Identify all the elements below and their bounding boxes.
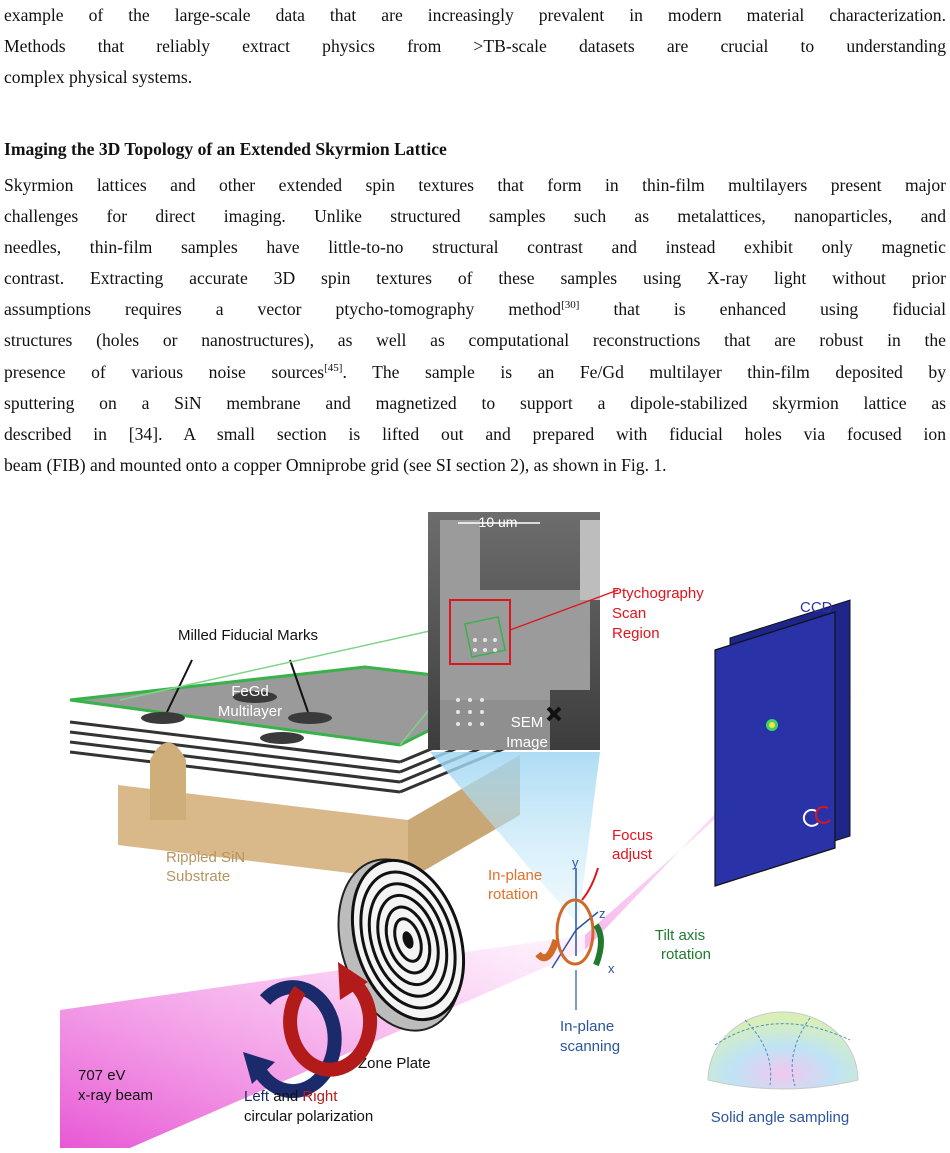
tilt-rotation-label: rotation xyxy=(661,946,711,963)
sem-label: SEM xyxy=(511,714,544,731)
experiment-schematic: Milled Fiducial Marks FeGd Multilayer Ri… xyxy=(60,512,860,1148)
milled-fiducial-label: Milled Fiducial Marks xyxy=(178,627,318,644)
multilayer-label: Multilayer xyxy=(218,703,282,720)
text-line: example of the large-scale data that are… xyxy=(4,5,946,25)
text-line: challenges for direct imaging. Unlike st… xyxy=(4,206,946,227)
tilt-arrow-green-icon xyxy=(593,923,604,967)
citation[interactable]: [45] xyxy=(324,361,343,374)
ccd-detector xyxy=(714,599,851,887)
ccd-label: CCD xyxy=(800,599,833,616)
text-line: presence of various noise sources[45]. T… xyxy=(4,361,946,382)
scanning-label: scanning xyxy=(560,1038,620,1055)
beam-energy-label: 707 eV xyxy=(78,1067,126,1084)
zone-plate-label: Zone Plate xyxy=(358,1055,431,1072)
sample-axes xyxy=(535,868,604,969)
text-line: Skyrmion lattices and other extended spi… xyxy=(4,175,946,195)
zone-plate xyxy=(337,858,466,1032)
text-line: needles, thin-film samples have little-t… xyxy=(4,237,946,258)
polarization-line-2: circular polarization xyxy=(244,1108,373,1125)
scan-label: Scan xyxy=(612,605,646,622)
xray-beam-label: x-ray beam xyxy=(78,1087,153,1104)
text-line: beam (FIB) and mounted onto a copper Omn… xyxy=(4,454,667,475)
body-paragraph: Skyrmion lattices and other extended spi… xyxy=(4,170,946,481)
solid-angle-dome xyxy=(707,1011,859,1090)
section-heading: Imaging the 3D Topology of an Extended S… xyxy=(4,139,447,159)
text-line: sputtering on a SiN membrane and magneti… xyxy=(4,392,946,413)
adjust-label: adjust xyxy=(612,846,653,863)
substrate-label: Substrate xyxy=(166,868,230,885)
text-line: Methods that reliably extract physics fr… xyxy=(4,36,946,57)
focus-label: Focus xyxy=(612,827,653,844)
text-line: assumptions requires a vector ptycho-tom… xyxy=(4,299,946,320)
inplane-scanning-label: In-plane xyxy=(560,1018,614,1035)
text-line: described in [34]. A small section is li… xyxy=(4,423,946,444)
axis-x-label: x xyxy=(608,961,615,976)
inplane-rotation-label: In-plane xyxy=(488,867,542,884)
ptychography-label: Ptychography xyxy=(612,585,704,602)
rippled-sin-label: Rippled SiN xyxy=(166,849,245,866)
text-line: structures (holes or nanostructures), as… xyxy=(4,330,946,351)
region-label: Region xyxy=(612,625,660,642)
citation[interactable]: [30] xyxy=(561,299,580,312)
zoom-cone xyxy=(430,752,600,925)
tilt-axis-label: Tilt axis xyxy=(655,927,705,944)
right-circular-polarization-icon xyxy=(283,962,378,1077)
cross-marker-icon xyxy=(546,706,562,722)
axis-z-label: z xyxy=(599,906,606,921)
text-line: contrast. Extracting accurate 3D spin te… xyxy=(4,268,946,289)
focus-arrow-icon xyxy=(581,867,599,901)
rotation-label: rotation xyxy=(488,886,538,903)
figure-1: Milled Fiducial Marks FeGd Multilayer Ri… xyxy=(0,490,950,1148)
scale-bar-label: 10 um xyxy=(479,514,518,530)
image-label: Image xyxy=(506,734,548,751)
rotation-arrow-orange-icon xyxy=(535,938,560,962)
polarization-line-1: Left and Right xyxy=(244,1088,338,1105)
text-line: complex physical systems. xyxy=(4,67,193,88)
axis-y-label: y xyxy=(572,855,579,870)
fegd-label: FeGd xyxy=(231,683,269,700)
scan-region-connector xyxy=(509,589,619,631)
sem-image xyxy=(428,512,600,750)
intro-paragraph: example of the large-scale data that are… xyxy=(4,0,946,93)
solid-angle-label: Solid angle sampling xyxy=(711,1109,849,1126)
